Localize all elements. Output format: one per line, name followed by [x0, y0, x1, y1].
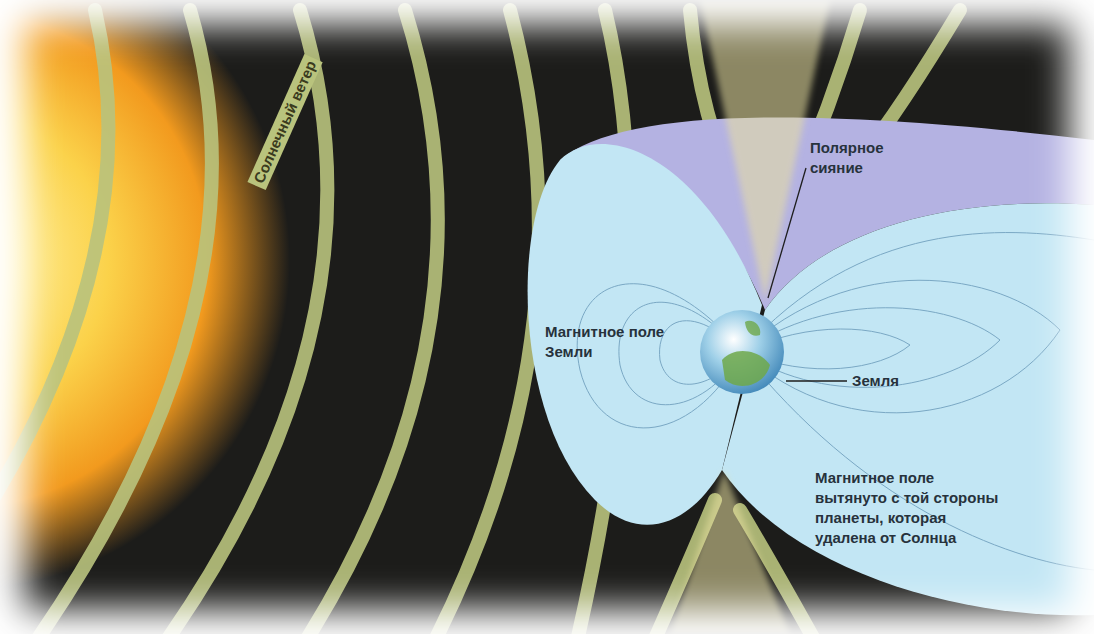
earth-label: Земля — [852, 371, 899, 391]
field-label: Магнитное поле Земли — [545, 322, 705, 362]
note-label: Магнитное поле вытянуто с той стороны пл… — [815, 468, 1005, 548]
aurora-label: Полярное сияние — [810, 138, 930, 178]
